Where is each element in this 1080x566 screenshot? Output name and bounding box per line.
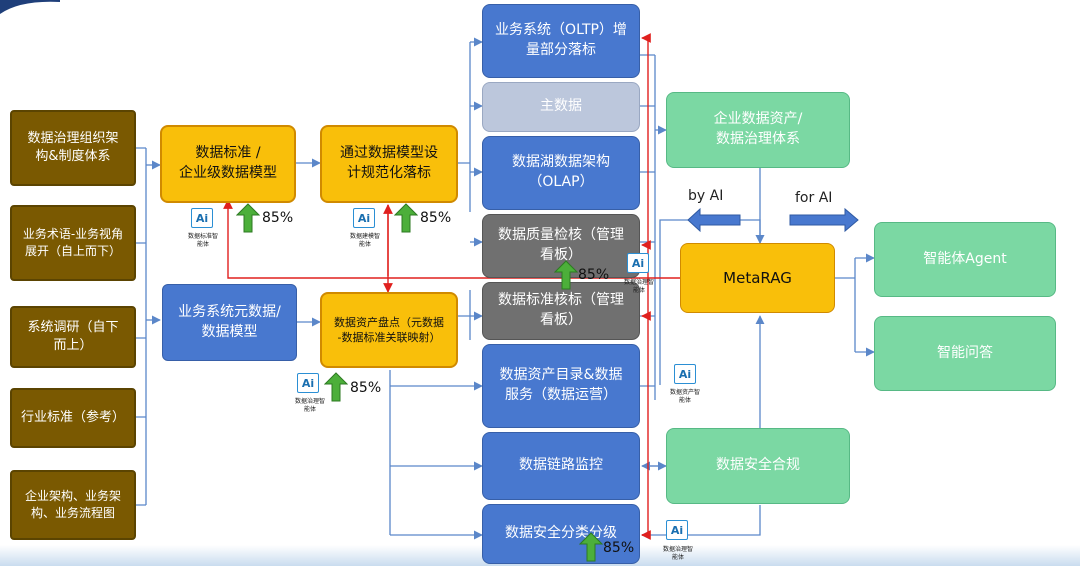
- standard-check-box: 数据标准核标（管理 看板）: [482, 282, 640, 340]
- industry-standard-box: 行业标准（参考）: [10, 388, 136, 448]
- progress-up-icon: [579, 532, 603, 562]
- data-standard-box: 数据标准 / 企业级数据模型: [160, 125, 296, 203]
- for-ai-label: for AI: [795, 190, 833, 206]
- for-ai-arrow: [789, 207, 859, 233]
- by-ai-label: by AI: [688, 188, 724, 204]
- business-terms-box: 业务术语-业务视角 展开（自上而下）: [10, 205, 136, 281]
- percent-label: 85%: [603, 540, 635, 556]
- enterprise-architecture-box: 企业架构、业务架 构、业务流程图: [10, 470, 136, 540]
- ai-icon: Ai: [297, 373, 319, 393]
- system-metadata-box: 业务系统元数据/ 数据模型: [162, 284, 297, 361]
- ai-icon: Ai: [627, 253, 649, 273]
- agent-box: 智能体Agent: [874, 222, 1056, 297]
- percent-label: 85%: [578, 267, 610, 283]
- compliance-box: 数据安全合规: [666, 428, 850, 504]
- asset-inventory-box: 数据资产盘点（元数据 -数据标准关联映射）: [320, 292, 458, 368]
- percent-label: 85%: [350, 380, 382, 396]
- standard-agent-caption: 数据标准智 能体: [187, 233, 218, 248]
- progress-up-icon: [236, 203, 260, 233]
- ai-icon: Ai: [674, 364, 696, 384]
- model-design-box: 通过数据模型设 计规范化落标: [320, 125, 458, 203]
- by-ai-arrow: [687, 207, 741, 233]
- corner-swoosh: [0, 0, 60, 14]
- ai-icon: Ai: [666, 520, 688, 540]
- asset-catalog-box: 数据资产目录&数据 服务（数据运营）: [482, 344, 640, 428]
- oltp-box: 业务系统（OLTP）增 量部分落标: [482, 4, 640, 78]
- metarag-box: MetaRAG: [680, 243, 835, 313]
- ai-icon: Ai: [353, 208, 375, 228]
- percent-label: 85%: [262, 210, 294, 226]
- progress-up-icon: [324, 372, 348, 402]
- enterprise-assets-box: 企业数据资产/ 数据治理体系: [666, 92, 850, 168]
- progress-up-icon: [554, 260, 578, 290]
- master-data-box: 主数据: [482, 82, 640, 132]
- model-agent-caption: 数据建模智 能体: [349, 233, 380, 248]
- qa-box: 智能问答: [874, 316, 1056, 391]
- progress-up-icon: [394, 203, 418, 233]
- governance-org-box: 数据治理组织架 构&制度体系: [10, 110, 136, 186]
- governance-agent-caption: 数据治理智 能体: [662, 546, 693, 561]
- ai-icon: Ai: [191, 208, 213, 228]
- system-survey-box: 系统调研（自下 而上）: [10, 306, 136, 368]
- quality-agent-caption: 数据治理智 能体: [623, 279, 654, 294]
- lineage-monitor-box: 数据链路监控: [482, 432, 640, 500]
- governance-agent-caption: 数据治理智 能体: [294, 398, 325, 413]
- asset-agent-caption: 数据资产智 能体: [669, 389, 700, 404]
- data-lake-box: 数据湖数据架构 （OLAP）: [482, 136, 640, 210]
- percent-label: 85%: [420, 210, 452, 226]
